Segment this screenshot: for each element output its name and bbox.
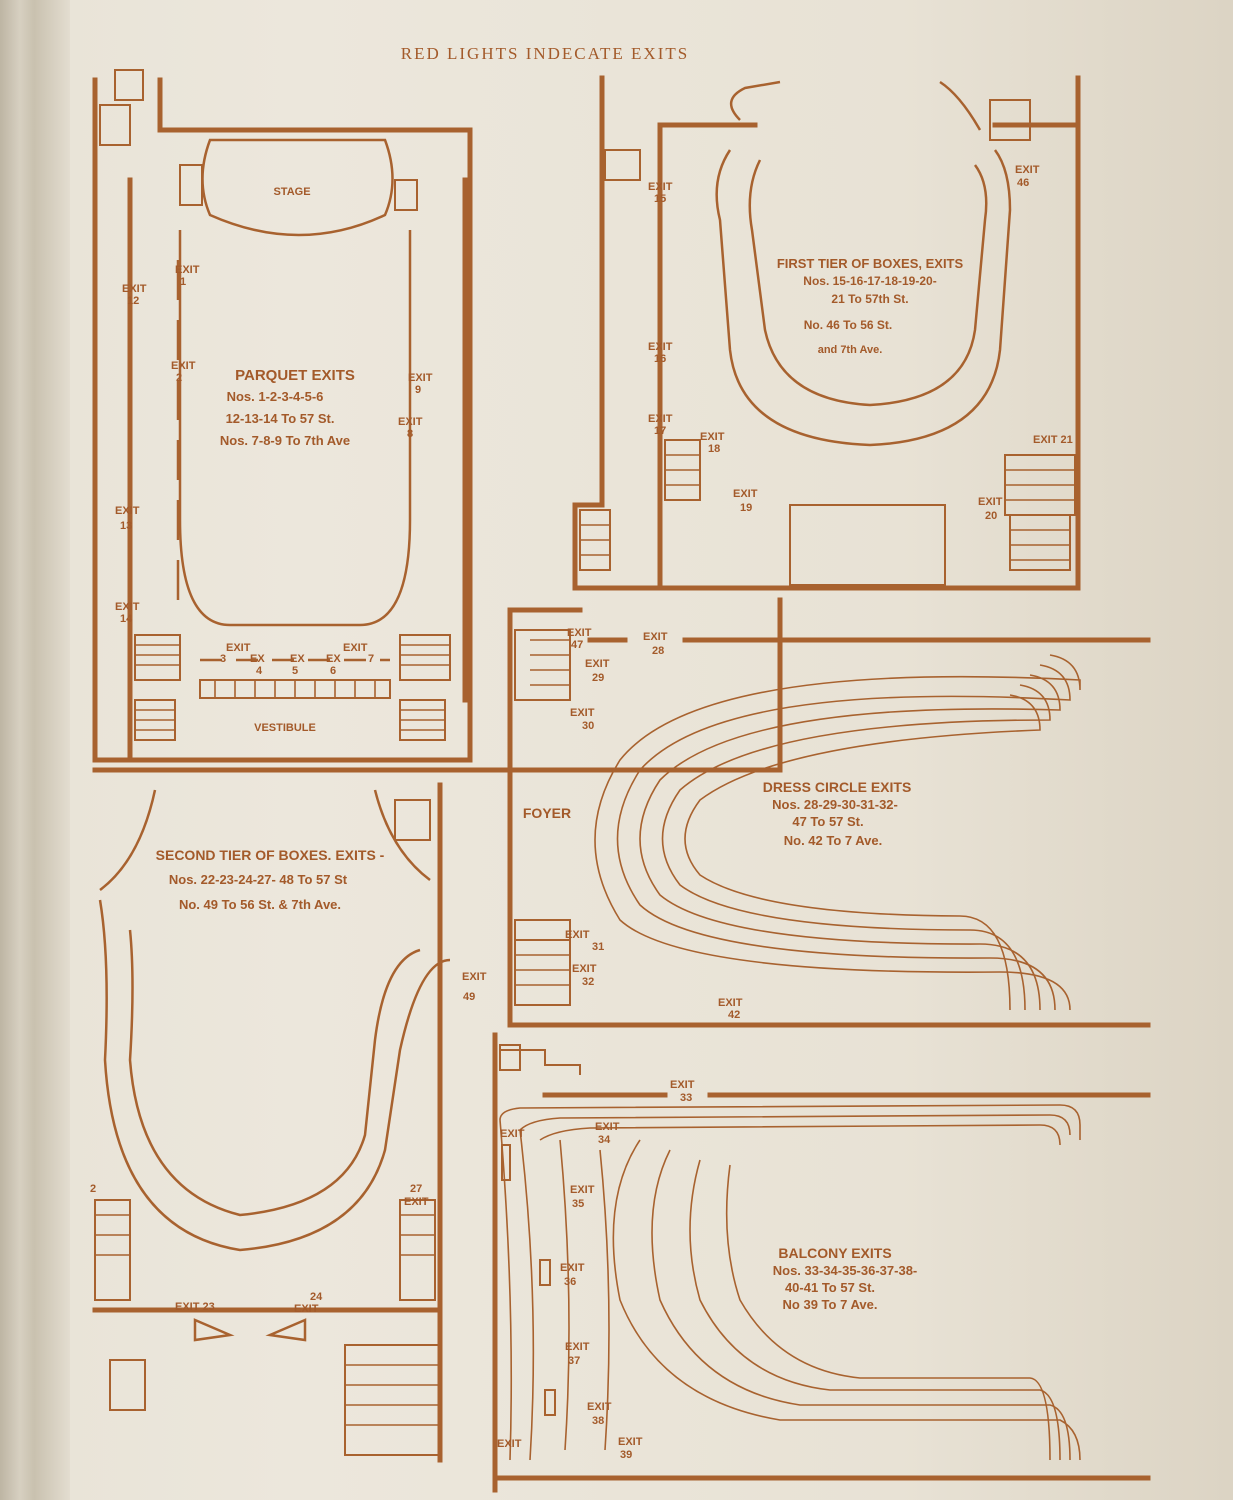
first-tier-boxes-outer <box>715 149 1012 447</box>
svg-text:No. 46 To 56 St.: No. 46 To 56 St. <box>804 318 892 332</box>
svg-text:SECOND TIER OF BOXES. EXITS -: SECOND TIER OF BOXES. EXITS - <box>156 847 385 863</box>
dress-circle-rows <box>594 654 1081 1011</box>
first-tier-plan: FIRST TIER OF BOXES, EXITS Nos. 15-16-17… <box>572 75 1081 591</box>
exit-7-label: EXIT7 <box>343 642 374 665</box>
parquet-outline <box>178 230 412 627</box>
balcony-plan: BALCONY EXITS Nos. 33-34-35-36-37-38- 40… <box>492 1032 1151 1493</box>
exit-22-label: 2 <box>90 1183 96 1195</box>
exit-40-label: EXIT <box>500 1128 525 1140</box>
second-tier-boxes-outer <box>98 899 451 1252</box>
stage-outline <box>201 138 394 237</box>
exit-41-label: EXIT <box>497 1438 522 1450</box>
exit-31-label: EXIT31 <box>565 929 604 953</box>
svg-text:No. 49 To 56 St. & 7th Ave.: No. 49 To 56 St. & 7th Ave. <box>179 897 341 912</box>
svg-text:Nos. 1-2-3-4-5-6: Nos. 1-2-3-4-5-6 <box>227 389 324 404</box>
vestibule-label: VESTIBULE <box>254 722 316 734</box>
first-tier-left-curve <box>730 80 781 121</box>
svg-text:DRESS CIRCLE EXITS: DRESS CIRCLE EXITS <box>763 779 912 795</box>
svg-text:Nos. 28-29-30-31-32-: Nos. 28-29-30-31-32- <box>772 797 898 812</box>
svg-text:Nos. 22-23-24-27- 48 To 57 St: Nos. 22-23-24-27- 48 To 57 St <box>169 872 348 887</box>
foyer-label: FOYER <box>523 805 571 821</box>
parquet-plan: STAGE VESTIBULE <box>92 69 783 773</box>
svg-text:and 7th Ave.: and 7th Ave. <box>818 344 883 356</box>
first-tier-right-curve <box>939 80 982 131</box>
svg-text:No. 42 To 7 Ave.: No. 42 To 7 Ave. <box>784 833 883 848</box>
svg-text:Nos. 7-8-9 To 7th Ave: Nos. 7-8-9 To 7th Ave <box>220 433 350 448</box>
second-tier-plan: SECOND TIER OF BOXES. EXITS - Nos. 22-23… <box>90 782 487 1463</box>
balcony-rows <box>499 1104 1081 1461</box>
second-tier-right-curve <box>373 789 431 881</box>
exit-21-label: EXIT 21 <box>1033 434 1073 446</box>
second-tier-boxes-inner <box>128 929 421 1217</box>
svg-text:40-41 To 57 St.: 40-41 To 57 St. <box>785 1280 875 1295</box>
svg-text:No 39 To 7 Ave.: No 39 To 7 Ave. <box>783 1297 878 1312</box>
svg-text:PARQUET EXITS: PARQUET EXITS <box>235 367 355 384</box>
svg-text:12-13-14 To 57 St.: 12-13-14 To 57 St. <box>226 411 335 426</box>
dress-circle-legend: DRESS CIRCLE EXITS Nos. 28-29-30-31-32- … <box>763 779 912 848</box>
parquet-stairs <box>134 634 451 741</box>
page-title: RED LIGHTS INDECATE EXITS <box>401 44 689 63</box>
second-tier-left-curve <box>99 789 157 891</box>
svg-text:21 To 57th St.: 21 To 57th St. <box>831 292 908 306</box>
svg-text:Nos. 15-16-17-18-19-20-: Nos. 15-16-17-18-19-20- <box>803 274 936 288</box>
book-binding <box>0 0 70 1500</box>
svg-text:47 To 57 St.: 47 To 57 St. <box>792 814 863 829</box>
stage-label: STAGE <box>273 186 310 198</box>
exit-23-label: EXIT 23 <box>175 1301 215 1313</box>
svg-text:Nos. 33-34-35-36-37-38-: Nos. 33-34-35-36-37-38- <box>773 1263 918 1278</box>
svg-text:FIRST TIER OF BOXES, EXITS: FIRST TIER OF BOXES, EXITS <box>777 256 964 271</box>
svg-text:BALCONY EXITS: BALCONY EXITS <box>778 1245 891 1261</box>
first-tier-boxes-inner <box>748 159 988 407</box>
second-tier-legend: SECOND TIER OF BOXES. EXITS - Nos. 22-23… <box>156 847 385 912</box>
parquet-legend: PARQUET EXITS Nos. 1-2-3-4-5-6 12-13-14 … <box>220 367 355 448</box>
dress-circle-plan: FOYER DRESS CIRCLE EXITS Nos. 28-29-30-3… <box>507 607 1151 1028</box>
balcony-legend: BALCONY EXITS Nos. 33-34-35-36-37-38- 40… <box>773 1245 918 1312</box>
first-tier-legend: FIRST TIER OF BOXES, EXITS Nos. 15-16-17… <box>777 256 964 356</box>
